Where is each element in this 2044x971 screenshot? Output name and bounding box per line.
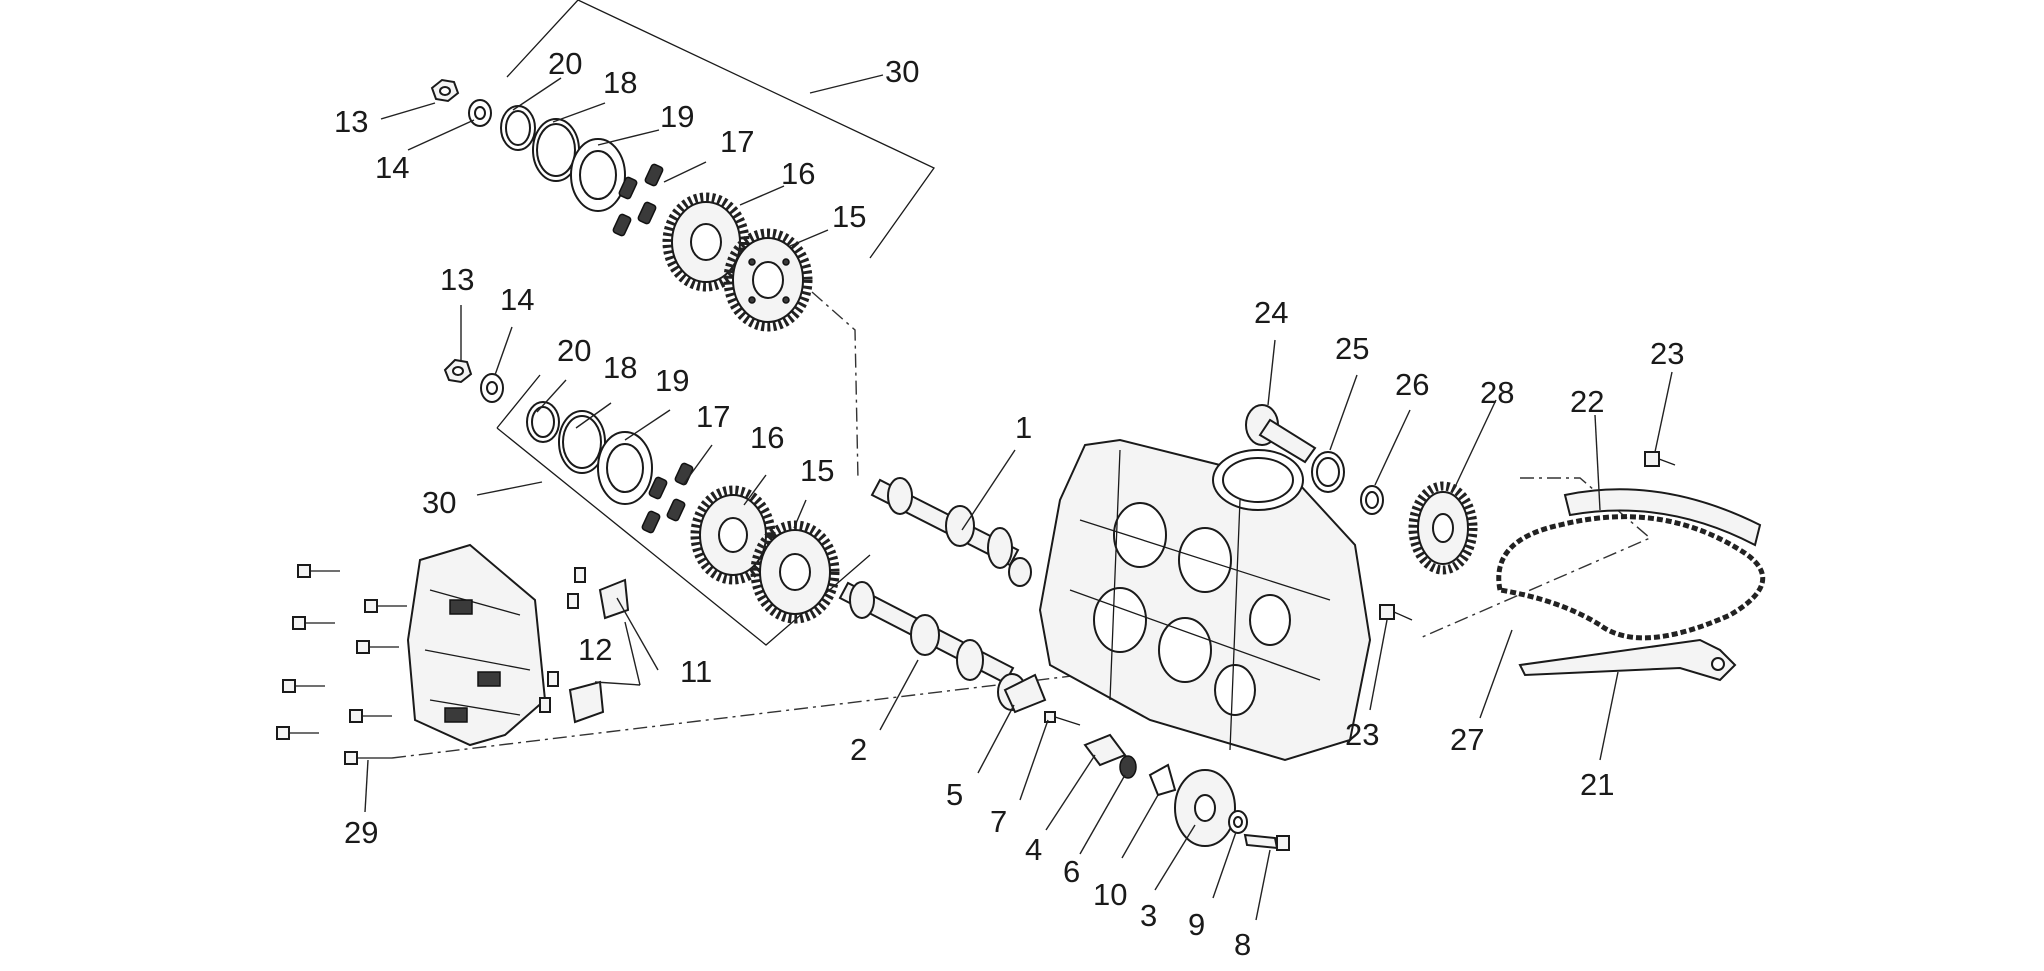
upper-nut — [430, 78, 460, 103]
callout-21: 21 — [1580, 767, 1614, 802]
decompressor-spring — [1119, 755, 1137, 779]
callout-19-upper: 19 — [660, 99, 694, 134]
tensioner-seal — [1311, 451, 1345, 493]
cap-bolts — [276, 564, 407, 765]
callout-16-lower: 16 — [750, 420, 784, 455]
dowel-pins — [539, 567, 586, 713]
callout-23-upper: 23 — [1650, 336, 1684, 371]
callout-11: 11 — [680, 654, 712, 689]
callout-30-upper: 30 — [885, 54, 919, 89]
callout-29: 29 — [344, 815, 378, 850]
callout-18-upper: 18 — [603, 65, 637, 100]
upper-washer — [468, 99, 492, 127]
upper-gear-set-bracket — [506, 0, 935, 259]
callout-labels: 1 2 3 4 5 6 7 8 9 10 11 12 13 13 14 14 1… — [334, 46, 1684, 962]
cover-washer — [1228, 810, 1248, 834]
callout-12: 12 — [578, 632, 612, 667]
callout-19-lower: 19 — [655, 363, 689, 398]
guide-pivot-bolt-upper — [1644, 451, 1676, 467]
chain-guide-upper — [1563, 488, 1762, 547]
cam-cap-halves — [568, 578, 630, 724]
callout-16-upper: 16 — [781, 156, 815, 191]
lower-circlip — [526, 401, 560, 443]
callout-30-lower: 30 — [422, 485, 456, 520]
camshaft-cap-carrier — [406, 543, 547, 747]
lower-nut — [443, 358, 473, 384]
callout-14-lower: 14 — [500, 282, 534, 317]
callout-6: 6 — [1063, 854, 1080, 889]
callout-7: 7 — [990, 804, 1007, 839]
callout-14-upper: 14 — [375, 150, 409, 185]
upper-circlip — [500, 105, 536, 151]
lower-thin-washer — [558, 410, 606, 474]
upper-springs — [612, 163, 664, 237]
callout-3: 3 — [1140, 898, 1157, 933]
exhaust-camshaft — [838, 581, 1027, 711]
callout-2: 2 — [850, 732, 867, 767]
callout-15-lower: 15 — [800, 453, 834, 488]
chain-slider-lower — [1518, 638, 1737, 682]
callout-8: 8 — [1234, 927, 1251, 962]
callout-17-lower: 17 — [696, 399, 730, 434]
decompressor-bolt — [1044, 711, 1081, 726]
idler-sprocket — [1408, 481, 1478, 575]
callout-13-upper: 13 — [334, 104, 368, 139]
callout-1: 1 — [1015, 410, 1032, 445]
callout-22: 22 — [1570, 384, 1604, 419]
callout-10: 10 — [1093, 877, 1127, 912]
callout-15-upper: 15 — [832, 199, 866, 234]
upper-shim — [570, 138, 626, 212]
callout-26: 26 — [1395, 367, 1429, 402]
timing-chain — [1496, 514, 1766, 641]
callout-24: 24 — [1254, 295, 1288, 330]
tensioner-washer — [1360, 485, 1384, 515]
callout-23-lower: 23 — [1345, 717, 1379, 752]
cover-bolt — [1243, 833, 1290, 851]
decompressor-weight — [1003, 673, 1047, 714]
lower-washer — [480, 373, 504, 403]
camshaft-cover-plate — [1174, 769, 1236, 847]
upper-camshaft-gear — [723, 228, 813, 332]
callout-28: 28 — [1480, 375, 1514, 410]
intake-camshaft — [870, 477, 1032, 587]
decompressor-plate — [1148, 763, 1177, 797]
callout-9: 9 — [1188, 907, 1205, 942]
callout-20-upper: 20 — [548, 46, 582, 81]
guide-pivot-bolt-lower — [1379, 604, 1413, 621]
lower-shim — [597, 431, 653, 505]
callout-17-upper: 17 — [720, 124, 754, 159]
callout-18-lower: 18 — [603, 350, 637, 385]
lower-springs — [641, 462, 694, 534]
lower-camshaft-gear — [750, 520, 840, 624]
callout-25: 25 — [1335, 331, 1369, 366]
callout-20-lower: 20 — [557, 333, 591, 368]
callout-27: 27 — [1450, 722, 1484, 757]
cylinder-head — [1038, 438, 1372, 762]
callout-13-lower: 13 — [440, 262, 474, 297]
leader-lines — [364, 74, 1673, 921]
decompressor-lever — [1083, 733, 1127, 767]
upper-scissor-gear — [662, 192, 750, 292]
chain-tensioner-plunger — [1245, 404, 1317, 464]
callout-4: 4 — [1025, 832, 1042, 867]
callout-5: 5 — [946, 777, 963, 812]
